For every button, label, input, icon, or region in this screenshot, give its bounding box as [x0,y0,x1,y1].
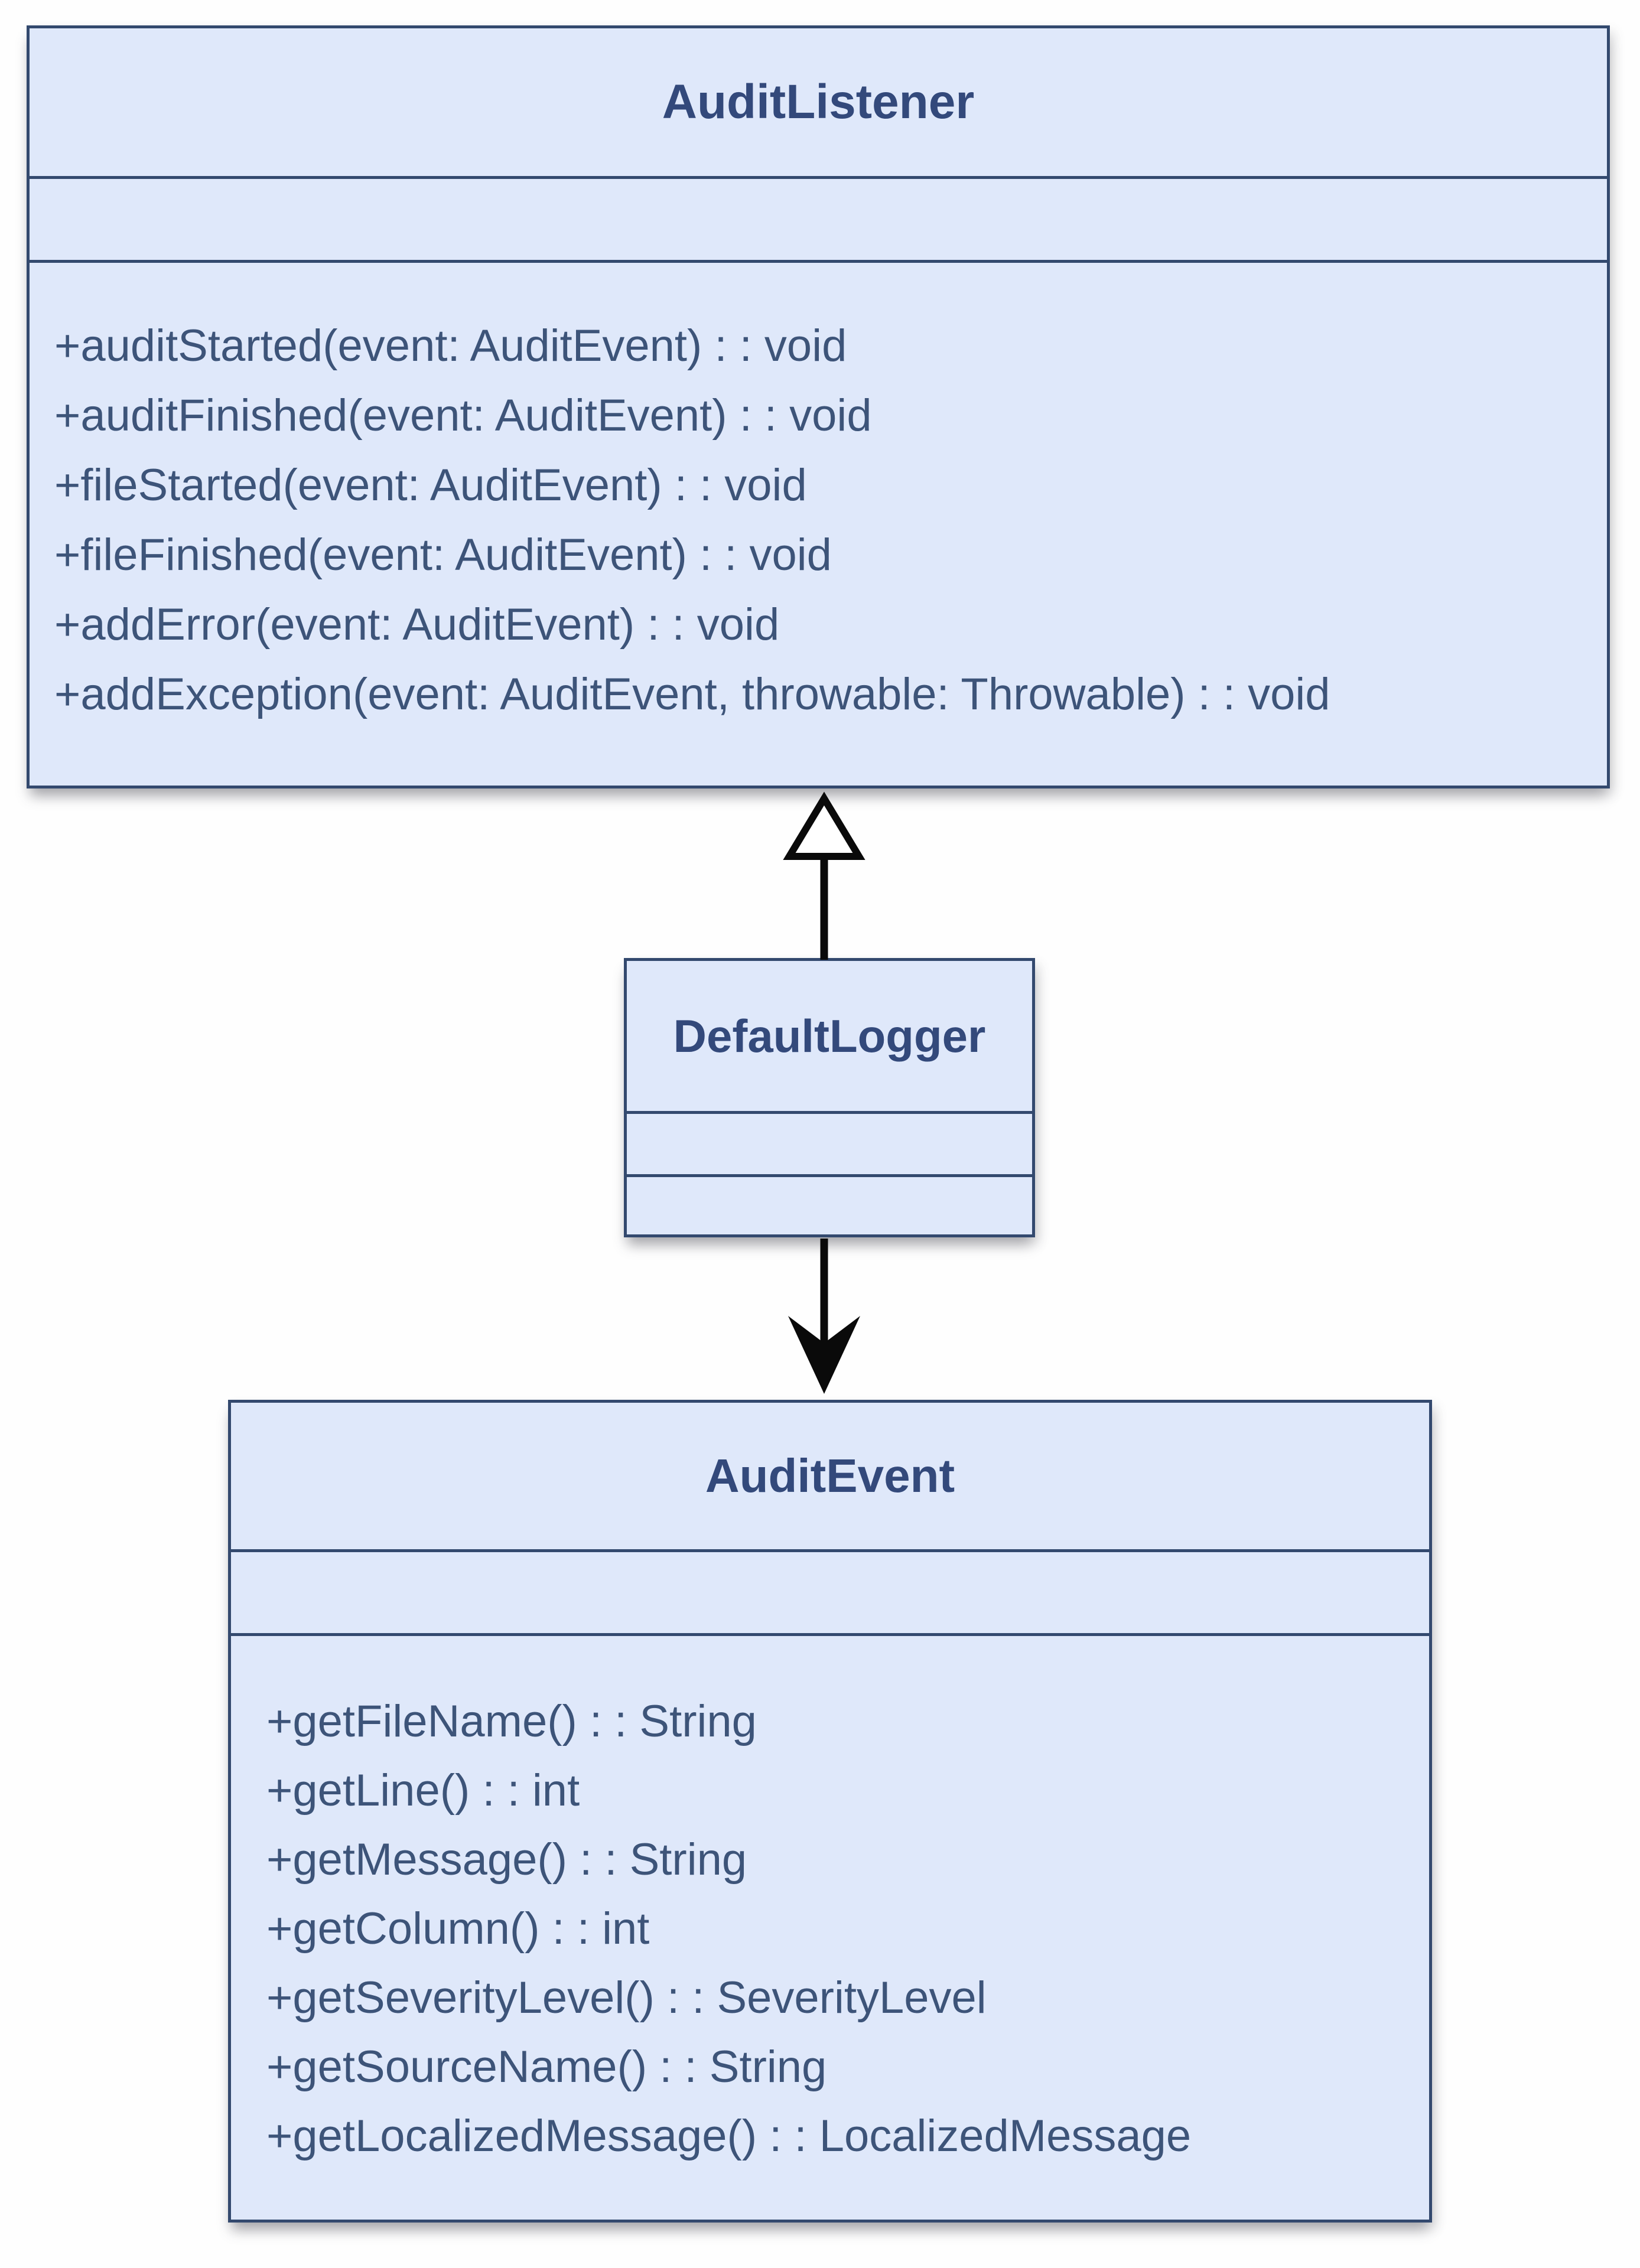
method-row: +fileFinished(event: AuditEvent) : : voi… [54,530,832,580]
method-row: +auditStarted(event: AuditEvent) : : voi… [54,321,847,371]
class-name-auditevent: AuditEvent [705,1449,955,1502]
method-row: +addException(event: AuditEvent, throwab… [54,669,1330,719]
realization-arrow [783,791,865,960]
class-name-auditlistener: AuditListener [662,75,975,129]
method-row: +getColumn() : : int [266,1904,650,1954]
method-row: +getSourceName() : : String [266,2042,827,2092]
method-row: +getLocalizedMessage() : : LocalizedMess… [266,2111,1192,2161]
association-arrow [788,1239,860,1394]
method-row: +auditFinished(event: AuditEvent) : : vo… [54,390,872,441]
class-box-auditevent: AuditEvent +getFileName() : : String+get… [228,1400,1432,2223]
method-row: +fileStarted(event: AuditEvent) : : void [54,460,807,510]
class-box-defaultlogger: DefaultLogger [624,958,1035,1237]
method-row: +addError(event: AuditEvent) : : void [54,599,780,650]
class-title-section: AuditEvent [231,1403,1429,1552]
method-row: +getLine() : : int [266,1765,580,1816]
hollow-triangle-arrowhead-icon [783,791,865,860]
open-v-arrowhead-icon [788,1316,860,1394]
class-methods-section-empty [627,1177,1032,1234]
method-row: +getFileName() : : String [266,1696,757,1746]
method-row: +getSeverityLevel() : : SeverityLevel [266,1973,987,2023]
class-box-auditlistener: AuditListener +auditStarted(event: Audit… [27,25,1610,788]
class-methods-section: +getFileName() : : String +getLine() : : … [231,1636,1429,2220]
class-title-section: DefaultLogger [627,961,1032,1114]
class-methods-section: +auditStarted(event: AuditEvent) : : voi… [30,263,1607,786]
class-name-defaultlogger: DefaultLogger [673,1009,986,1062]
class-attributes-section-empty [30,179,1607,263]
class-attributes-section-empty [627,1114,1032,1177]
class-attributes-section-empty [231,1552,1429,1636]
class-title-section: AuditListener [30,28,1607,179]
method-row: +getMessage() : : String [266,1834,747,1885]
